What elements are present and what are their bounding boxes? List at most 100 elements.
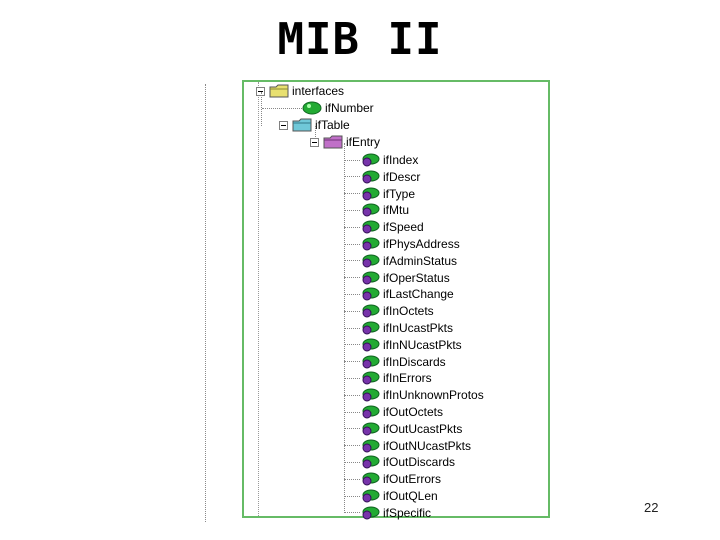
tree-node-label: ifOutOctets	[383, 405, 444, 419]
tree-connector	[344, 243, 360, 245]
tree-node-column[interactable]: ifOutOctets	[344, 404, 443, 420]
column-leaf-icon	[362, 304, 380, 318]
tree-node-label: ifOutDiscards	[383, 455, 456, 470]
tree-node-ifnumber[interactable]: ifNumber	[262, 100, 374, 116]
tree-connector	[344, 293, 360, 295]
tree-node-label: ifMtu	[383, 203, 410, 218]
tree-node-column[interactable]: ifOutUcastPkts	[344, 421, 462, 437]
column-leaf-icon	[362, 220, 380, 234]
tree-node-ifentry[interactable]: ifEntry	[310, 134, 380, 150]
collapse-toggle-icon[interactable]	[310, 137, 319, 147]
tree-connector	[344, 260, 360, 262]
side-divider	[205, 84, 206, 522]
column-leaf-icon	[362, 405, 380, 419]
column-leaf-icon	[362, 203, 380, 217]
column-leaf-icon	[362, 287, 380, 301]
tree-connector	[344, 344, 360, 346]
column-leaf-icon	[362, 254, 380, 268]
tree-node-column[interactable]: ifIndex	[344, 152, 418, 168]
folder-cyan-icon	[292, 118, 312, 132]
tree-node-column[interactable]: ifDescr	[344, 169, 420, 185]
tree-node-label: ifOutQLen	[383, 489, 438, 503]
collapse-toggle-icon[interactable]	[279, 120, 288, 130]
tree-node-column[interactable]: ifOperStatus	[344, 270, 450, 286]
column-leaf-icon	[362, 271, 380, 285]
tree-node-column[interactable]: ifInErrors	[344, 370, 432, 386]
tree-node-label: ifPhysAddress	[383, 237, 460, 251]
tree-connector	[344, 461, 360, 463]
tree-connector	[261, 92, 262, 126]
column-leaf-icon	[362, 472, 380, 486]
tree-connector	[344, 310, 360, 312]
tree-node-label: ifDescr	[383, 169, 421, 184]
tree-node-column[interactable]: ifInNUcastPkts	[344, 337, 462, 353]
tree-node-column[interactable]: ifMtu	[344, 202, 409, 218]
tree-node-column[interactable]: ifInDiscards	[344, 354, 446, 370]
tree-connector	[344, 445, 360, 447]
tree-node-label: ifAdminStatus	[383, 253, 458, 268]
column-leaf-icon	[362, 388, 380, 402]
tree-node-label: interfaces	[292, 84, 345, 98]
tree-node-column[interactable]: ifType	[344, 186, 415, 202]
tree-node-label: ifLastChange	[383, 287, 454, 302]
tree-node-label: ifInOctets	[383, 304, 434, 319]
tree-connector	[344, 478, 360, 480]
tree-node-label: ifSpeed	[383, 220, 424, 235]
tree-node-label: ifInNUcastPkts	[383, 337, 462, 352]
tree-node-label: ifType	[383, 186, 416, 201]
tree-node-label: ifTable	[315, 118, 350, 132]
tree-node-column[interactable]: ifOutDiscards	[344, 454, 455, 470]
tree-node-label: ifIndex	[383, 153, 419, 167]
tree-connector	[344, 512, 360, 514]
tree-connector	[344, 226, 360, 228]
tree-node-label: ifOperStatus	[383, 270, 450, 285]
tree-connector	[344, 193, 360, 195]
tree-node-column[interactable]: ifSpeed	[344, 219, 424, 235]
folder-magenta-icon	[323, 135, 343, 149]
tree-connector	[344, 377, 360, 379]
tree-node-label: ifOutErrors	[383, 472, 442, 487]
column-leaf-icon	[362, 371, 380, 385]
column-leaf-icon	[362, 355, 380, 369]
column-leaf-icon	[362, 506, 380, 520]
column-leaf-icon	[362, 237, 380, 251]
tree-node-label: ifInUnknownProtos	[383, 388, 484, 403]
collapse-toggle-icon[interactable]	[256, 86, 265, 96]
tree-node-label: ifSpecific	[383, 505, 432, 520]
tree-node-column[interactable]: ifOutQLen	[344, 488, 438, 504]
page-number: 22	[644, 500, 659, 515]
column-leaf-icon	[362, 170, 380, 184]
tree-node-iftable[interactable]: ifTable	[279, 117, 350, 133]
tree-node-column[interactable]: ifInUcastPkts	[344, 320, 453, 336]
tree-node-column[interactable]: ifInUnknownProtos	[344, 387, 484, 403]
column-leaf-icon	[362, 321, 380, 335]
tree-connector	[344, 428, 360, 430]
tree-node-label: ifNumber	[325, 101, 374, 115]
column-leaf-icon	[362, 439, 380, 453]
tree-node-label: ifOutUcastPkts	[383, 421, 463, 436]
tree-node-column[interactable]: ifOutErrors	[344, 471, 441, 487]
tree-connector	[262, 107, 302, 109]
column-leaf-icon	[362, 153, 380, 167]
tree-node-label: ifInDiscards	[383, 354, 446, 369]
tree-node-label: ifInUcastPkts	[383, 321, 454, 335]
tree-node-column[interactable]: ifLastChange	[344, 286, 454, 302]
tree-node-label: ifOutNUcastPkts	[383, 438, 472, 453]
mib-tree-panel: interfaces ifNumber ifTable ifEntry ifIn…	[242, 80, 550, 521]
tree-node-column[interactable]: ifSpecific	[344, 505, 431, 521]
column-leaf-icon	[362, 187, 380, 201]
tree-node-interfaces[interactable]: interfaces	[256, 83, 344, 99]
tree-connector	[344, 327, 360, 329]
tree-node-column[interactable]: ifPhysAddress	[344, 236, 460, 252]
tree-node-column[interactable]: ifOutNUcastPkts	[344, 438, 471, 454]
tree-connector	[315, 126, 316, 143]
folder-yellow-icon	[269, 84, 289, 98]
column-leaf-icon	[362, 338, 380, 352]
column-leaf-icon	[362, 489, 380, 503]
scalar-node-icon	[302, 101, 322, 115]
tree-connector	[344, 411, 360, 413]
tree-node-label: ifInErrors	[383, 371, 432, 386]
tree-node-column[interactable]: ifInOctets	[344, 303, 434, 319]
tree-node-column[interactable]: ifAdminStatus	[344, 253, 457, 269]
tree-connector	[344, 394, 360, 396]
